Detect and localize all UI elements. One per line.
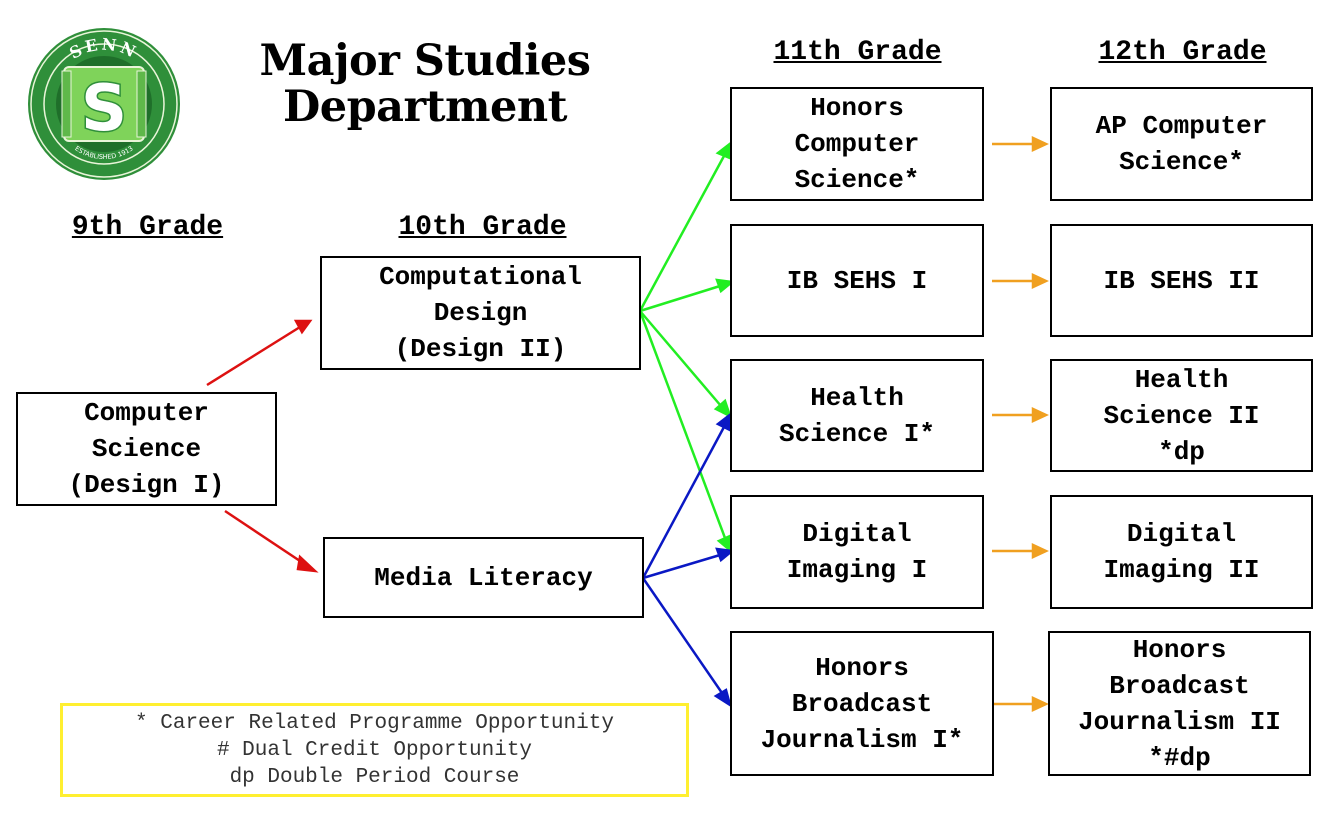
arrow-cs-to-media-literacy: [224, 509, 304, 565]
green-arrows: [638, 140, 736, 554]
course-ib-sehs-2: IB SEHS II: [1050, 224, 1313, 337]
legend-line-dual-credit: # Dual Credit Opportunity: [216, 738, 533, 762]
arrow-media-to-health: [641, 426, 726, 579]
grade-9-header: 9th Grade: [71, 212, 224, 243]
arrow-media-to-digital: [642, 553, 721, 580]
course-honors-broadcast-journalism-2: Honors Broadcast Journalism II *#dp: [1048, 631, 1311, 776]
legend-line-double-period: dp Double Period Course: [229, 765, 520, 789]
logo-initial: S: [81, 72, 127, 146]
title-line-1: Major Studies: [259, 36, 591, 86]
grade-11-header: 11th Grade: [773, 37, 942, 68]
course-digital-imaging-2: Digital Imaging II: [1050, 495, 1313, 609]
blue-arrows: [641, 411, 736, 708]
page-title: Major Studies Department: [230, 38, 620, 130]
legend-line-career: * Career Related Programme Opportunity: [135, 711, 614, 735]
arrow-comp-to-digital: [638, 310, 727, 539]
arrow-comp-to-honors-cs: [638, 155, 726, 312]
course-health-science-1: Health Science I*: [730, 359, 984, 472]
course-digital-imaging-1: Digital Imaging I: [730, 495, 984, 609]
arrow-media-to-broadcast: [641, 577, 724, 694]
arrow-comp-to-ib-sehs: [639, 284, 721, 313]
course-honors-computer-science: Honors Computer Science*: [730, 87, 984, 201]
course-ap-computer-science: AP Computer Science*: [1050, 87, 1313, 201]
course-computer-science-design-1: Computer Science (Design I): [16, 392, 277, 506]
course-computational-design: Computational Design (Design II): [320, 256, 641, 370]
grade-12-header: 12th Grade: [1098, 37, 1267, 68]
arrowhead-comp-design: [293, 319, 313, 335]
course-honors-broadcast-journalism-1: Honors Broadcast Journalism I*: [730, 631, 994, 776]
legend-box: * Career Related Programme Opportunity #…: [60, 703, 689, 797]
senn-logo-icon: SENN ESTABLISHED 1913 S: [28, 28, 180, 180]
course-media-literacy: Media Literacy: [323, 537, 644, 618]
course-ib-sehs-1: IB SEHS I: [730, 224, 984, 337]
orange-arrows: [992, 136, 1049, 712]
arrow-comp-to-health: [639, 310, 722, 407]
course-health-science-2: Health Science II *dp: [1050, 359, 1313, 472]
red-arrows: [206, 319, 319, 573]
grade-10-header: 10th Grade: [398, 212, 567, 243]
arrow-cs-to-comp-design: [206, 325, 301, 387]
title-line-2: Department: [282, 82, 568, 132]
arrowhead-media-literacy: [296, 554, 319, 573]
